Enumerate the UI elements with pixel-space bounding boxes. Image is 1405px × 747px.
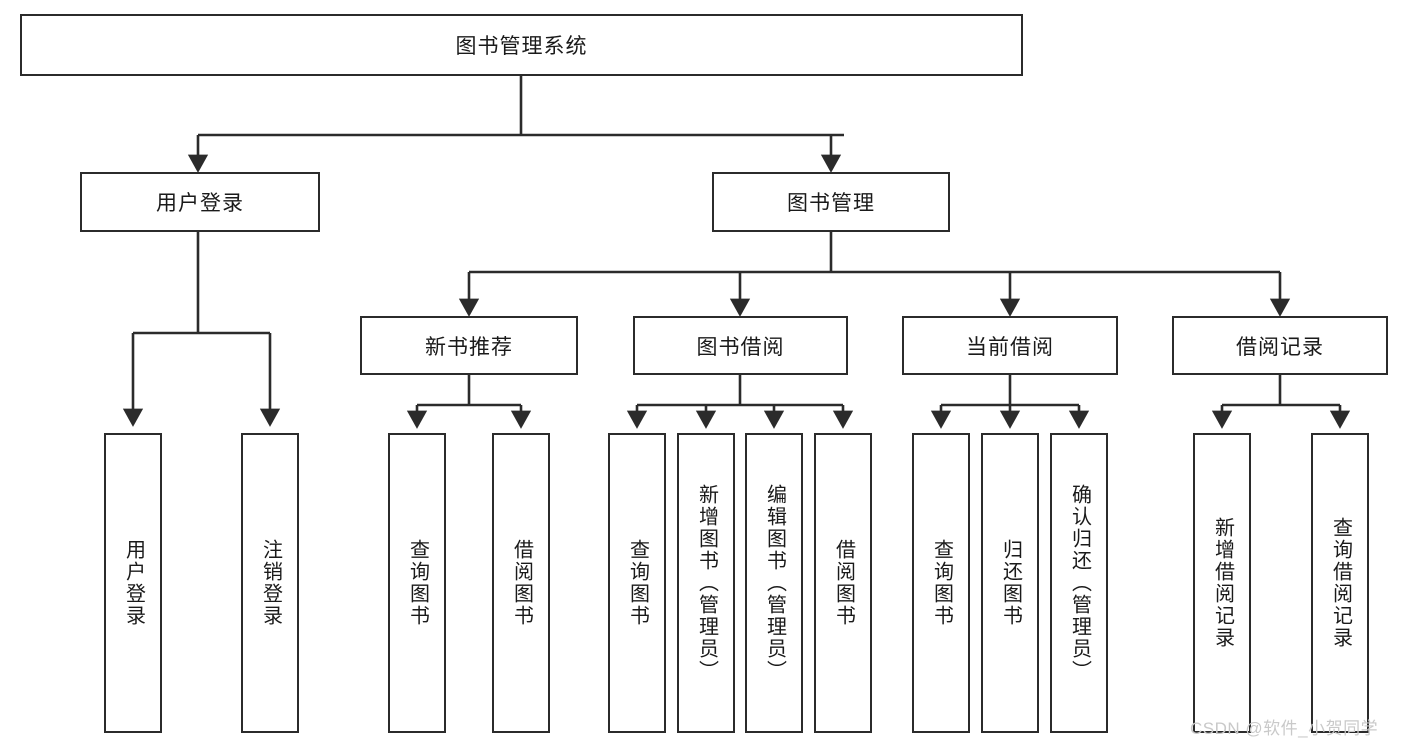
leaf-label: 注销登录 (259, 539, 282, 627)
leaf-record-query-record[interactable]: 查询借阅记录 (1311, 433, 1369, 733)
leaf-current-confirm-return-admin[interactable]: 确认归还（管理员） (1050, 433, 1108, 733)
leaf-current-query-book[interactable]: 查询图书 (912, 433, 970, 733)
leaf-label: 确认归还（管理员） (1068, 484, 1091, 682)
leaf-borrow-query-book[interactable]: 查询图书 (608, 433, 666, 733)
node-root-label: 图书管理系统 (455, 35, 588, 58)
node-borrow-record-label: 借阅记录 (1236, 335, 1324, 359)
leaf-label: 新增图书（管理员） (695, 484, 718, 682)
leaf-label: 查询图书 (930, 539, 953, 627)
node-root[interactable]: 图书管理系统 (20, 14, 1023, 76)
node-current-borrow[interactable]: 当前借阅 (902, 316, 1118, 375)
node-borrow-record[interactable]: 借阅记录 (1172, 316, 1388, 375)
leaf-label: 编辑图书（管理员） (763, 484, 786, 682)
node-new-book-recommend-label: 新书推荐 (425, 335, 513, 359)
leaf-recommend-borrow-book[interactable]: 借阅图书 (492, 433, 550, 733)
leaf-user-login-logout[interactable]: 注销登录 (241, 433, 299, 733)
leaf-label: 用户登录 (122, 539, 145, 627)
leaf-label: 查询图书 (406, 539, 429, 627)
leaf-label: 借阅图书 (510, 539, 533, 627)
node-user-login[interactable]: 用户登录 (80, 172, 320, 232)
node-new-book-recommend[interactable]: 新书推荐 (360, 316, 578, 375)
leaf-current-return-book[interactable]: 归还图书 (981, 433, 1039, 733)
leaf-recommend-query-book[interactable]: 查询图书 (388, 433, 446, 733)
leaf-label: 归还图书 (999, 539, 1022, 627)
node-book-management[interactable]: 图书管理 (712, 172, 950, 232)
leaf-label: 新增借阅记录 (1211, 517, 1234, 649)
leaf-record-add-record[interactable]: 新增借阅记录 (1193, 433, 1251, 733)
leaf-borrow-borrow-book[interactable]: 借阅图书 (814, 433, 872, 733)
leaf-borrow-edit-book-admin[interactable]: 编辑图书（管理员） (745, 433, 803, 733)
node-book-borrow[interactable]: 图书借阅 (633, 316, 848, 375)
node-user-login-label: 用户登录 (156, 192, 244, 215)
leaf-user-login-login[interactable]: 用户登录 (104, 433, 162, 733)
leaf-label: 借阅图书 (832, 539, 855, 627)
leaf-label: 查询借阅记录 (1329, 517, 1352, 649)
leaf-borrow-add-book-admin[interactable]: 新增图书（管理员） (677, 433, 735, 733)
node-current-borrow-label: 当前借阅 (966, 335, 1054, 359)
node-book-management-label: 图书管理 (787, 192, 875, 215)
leaf-label: 查询图书 (626, 539, 649, 627)
node-book-borrow-label: 图书借阅 (696, 335, 785, 359)
